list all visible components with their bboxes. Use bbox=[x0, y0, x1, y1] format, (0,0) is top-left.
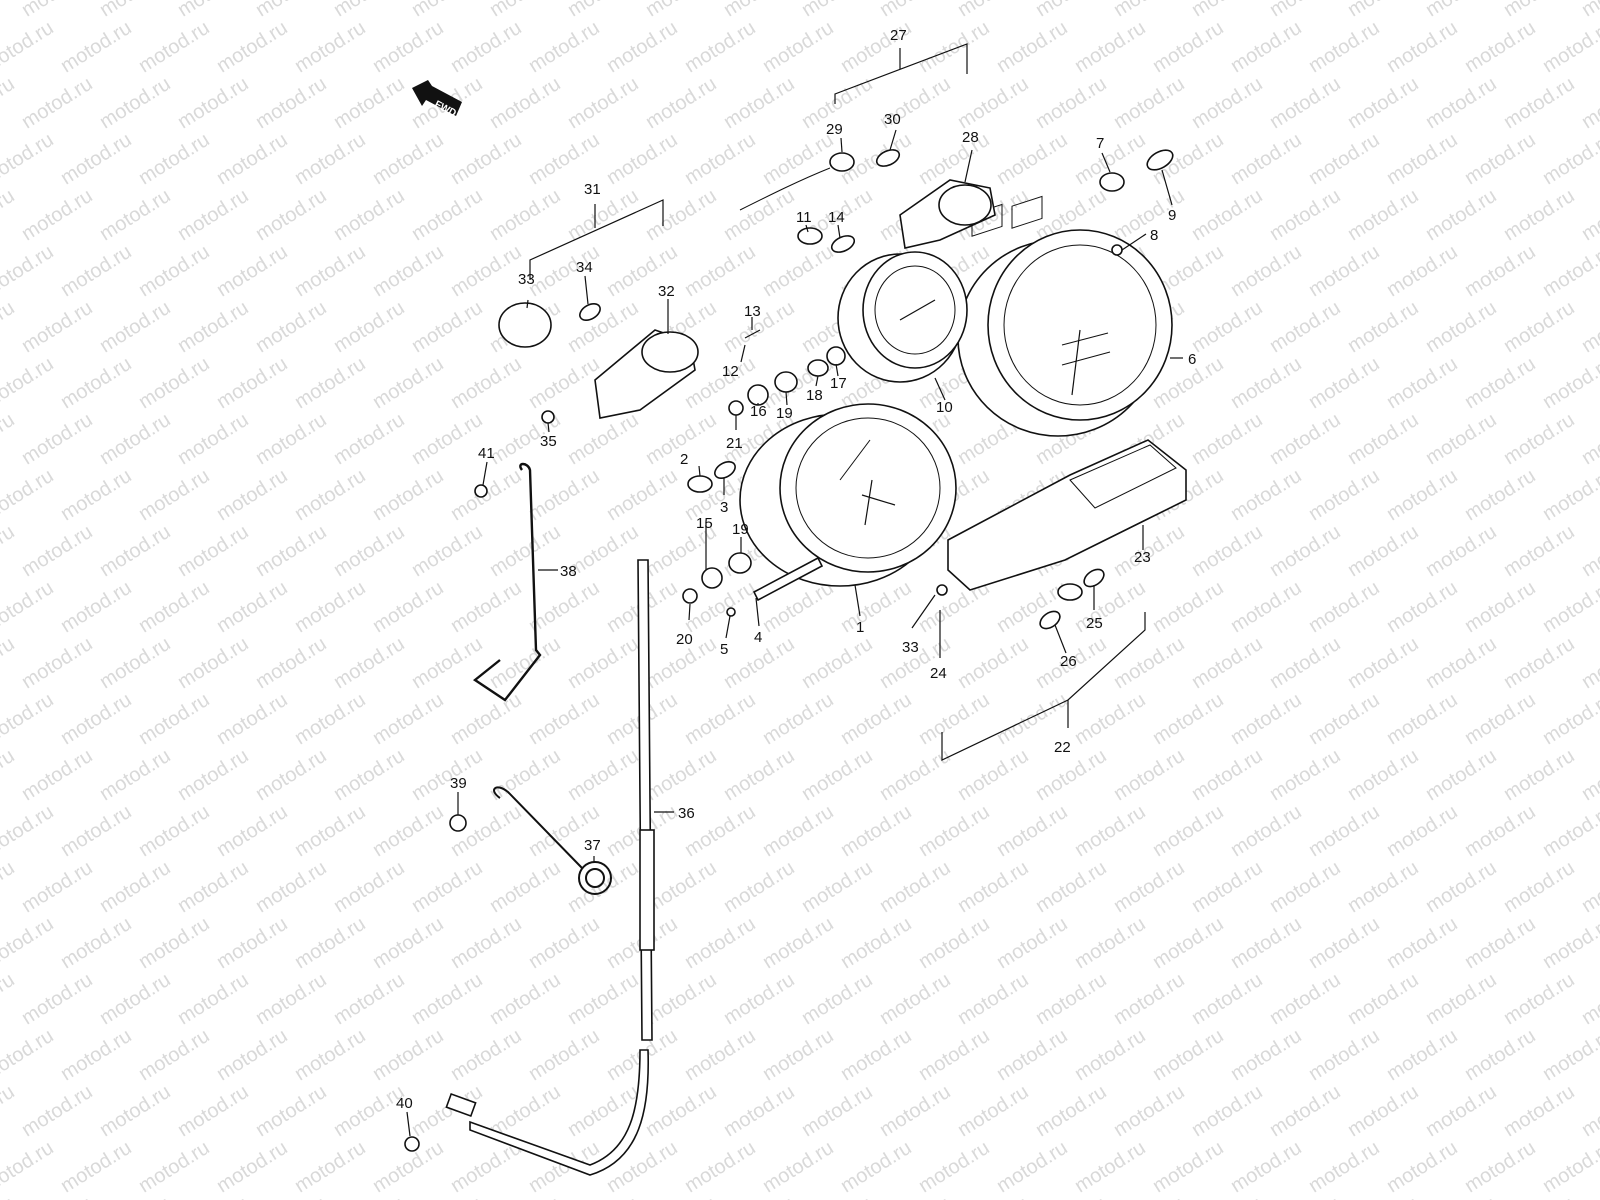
callout-14: 14 bbox=[828, 209, 845, 226]
callout-19b: 19 bbox=[732, 521, 749, 538]
callout-3: 3 bbox=[720, 499, 728, 516]
callout-12: 12 bbox=[722, 363, 739, 380]
callout-8: 8 bbox=[1150, 227, 1158, 244]
callout-21: 21 bbox=[726, 435, 743, 452]
callout-24: 24 bbox=[930, 665, 947, 682]
grommet-19 bbox=[774, 371, 798, 393]
callout-41: 41 bbox=[478, 445, 495, 462]
callouts: 1 2 3 4 5 6 7 8 9 10 11 12 13 14 15 16 1… bbox=[396, 27, 1196, 1112]
bracket-31 bbox=[529, 199, 664, 280]
callout-38: 38 bbox=[560, 563, 577, 580]
stay-bracket bbox=[472, 462, 542, 702]
bracket-22 bbox=[941, 612, 1146, 761]
bolt-39 bbox=[449, 814, 467, 832]
bolt-40 bbox=[404, 1136, 420, 1152]
screw-33 bbox=[936, 584, 948, 596]
callout-2: 2 bbox=[680, 451, 688, 468]
fuel-gauge bbox=[837, 251, 968, 383]
callout-17: 17 bbox=[830, 375, 847, 392]
callout-9: 9 bbox=[1168, 207, 1176, 224]
washer-15 bbox=[701, 567, 723, 589]
bulb-34 bbox=[579, 303, 601, 321]
callout-5: 5 bbox=[720, 641, 728, 658]
cushion-18 bbox=[807, 359, 829, 377]
callout-6: 6 bbox=[1188, 351, 1196, 368]
callout-39: 39 bbox=[450, 775, 467, 792]
screw-35 bbox=[541, 410, 555, 424]
callout-25: 25 bbox=[1086, 615, 1103, 632]
callout-30: 30 bbox=[884, 111, 901, 128]
screw-8 bbox=[1111, 244, 1123, 256]
callout-13: 13 bbox=[744, 303, 761, 320]
callout-33b: 33 bbox=[902, 639, 919, 656]
callout-33a: 33 bbox=[518, 271, 535, 288]
callout-18: 18 bbox=[806, 387, 823, 404]
bulb-socket-24 bbox=[1057, 583, 1083, 601]
callout-22: 22 bbox=[1054, 739, 1071, 756]
callout-34: 34 bbox=[576, 259, 593, 276]
spring-clip bbox=[493, 786, 612, 895]
callout-28: 28 bbox=[962, 129, 979, 146]
callout-35: 35 bbox=[540, 433, 557, 450]
bulb-socket-29 bbox=[739, 152, 855, 211]
washer-16 bbox=[747, 384, 769, 406]
callout-29: 29 bbox=[826, 121, 843, 138]
fwd-arrow-icon: FWD bbox=[412, 80, 462, 119]
spacer-4 bbox=[752, 556, 824, 602]
bracket-27 bbox=[834, 43, 968, 104]
callout-1: 1 bbox=[856, 619, 864, 636]
bulb-socket-11 bbox=[797, 227, 823, 245]
callout-26: 26 bbox=[1060, 653, 1077, 670]
bulb-socket-7 bbox=[1099, 172, 1125, 192]
bulb-25 bbox=[1083, 568, 1105, 588]
screw-5 bbox=[726, 607, 736, 617]
bolt-41 bbox=[474, 484, 488, 498]
callout-31: 31 bbox=[584, 181, 601, 198]
callout-15: 15 bbox=[696, 515, 713, 532]
speedometer-cable bbox=[445, 559, 655, 1176]
screw-13 bbox=[744, 329, 761, 339]
callout-10: 10 bbox=[936, 399, 953, 416]
callout-19a: 19 bbox=[776, 405, 793, 422]
bulb-socket-2 bbox=[687, 475, 713, 493]
nut-20 bbox=[682, 588, 698, 604]
callout-32: 32 bbox=[658, 283, 675, 300]
callout-40: 40 bbox=[396, 1095, 413, 1112]
speedometer bbox=[739, 403, 957, 587]
washer-17 bbox=[826, 346, 846, 366]
grommet-19b bbox=[728, 552, 752, 574]
callout-16: 16 bbox=[750, 403, 767, 420]
callout-23: 23 bbox=[1134, 549, 1151, 566]
callout-37: 37 bbox=[584, 837, 601, 854]
callout-7: 7 bbox=[1096, 135, 1104, 152]
bulb-9 bbox=[1146, 149, 1174, 171]
callout-11: 11 bbox=[796, 209, 812, 226]
bulb-30 bbox=[875, 149, 901, 167]
callout-36: 36 bbox=[678, 805, 695, 822]
indicator-housing-right bbox=[899, 179, 996, 249]
callout-20: 20 bbox=[676, 631, 693, 648]
nut-21 bbox=[728, 400, 744, 416]
bulb-3 bbox=[714, 461, 736, 479]
tachometer bbox=[957, 229, 1173, 437]
bulb-26 bbox=[1039, 610, 1061, 630]
bulb-14 bbox=[830, 235, 856, 253]
indicator-housing bbox=[498, 302, 699, 419]
callout-27: 27 bbox=[890, 27, 907, 44]
callout-4: 4 bbox=[754, 629, 762, 646]
